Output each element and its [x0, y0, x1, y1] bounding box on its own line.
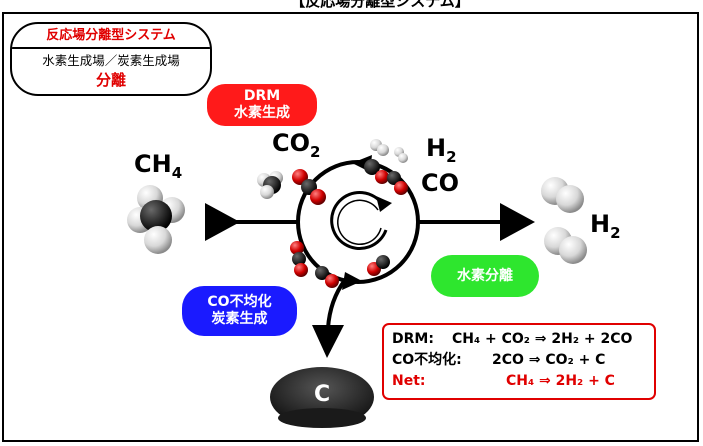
disproportionation-pill: CO不均化 炭素生成 — [182, 286, 297, 336]
co-label: CO — [421, 169, 460, 197]
system-title: 反応場分離型システム — [12, 24, 210, 49]
disproportionation-pill-line1: CO不均化 — [207, 294, 272, 310]
co-molecule-icon-2 — [387, 171, 408, 195]
small-h2-icon — [370, 139, 408, 163]
equation-drm-expr: CH₄ + CO₂ ⇒ 2H₂ + 2CO — [452, 331, 633, 347]
equation-drm: DRM: CH₄ + CO₂ ⇒ 2H₂ + 2CO — [392, 329, 654, 350]
system-subtitle: 水素生成場／炭素生成場 — [42, 53, 180, 68]
rotation-icon — [330, 191, 388, 250]
carbon-arrow-line — [326, 278, 347, 329]
carbon-label: C — [314, 382, 331, 407]
equation-disproportionation: CO不均化: 2CO ⇒ CO₂ + C — [392, 350, 654, 371]
ch4-label: CH4 — [134, 150, 183, 182]
drm-pill-line2: 水素生成 — [234, 105, 290, 121]
separation-pill: 水素分離 — [431, 255, 539, 297]
equation-drm-label: DRM: — [392, 331, 434, 347]
h2-output-label: H2 — [590, 210, 621, 242]
system-legend-box: 反応場分離型システム 水素生成場／炭素生成場 分離 — [10, 22, 212, 96]
h2-molecule-icon-2 — [544, 227, 587, 264]
equation-net-expr: CH₄ ⇒ 2H₂ + C — [506, 373, 615, 389]
disproportionation-pill-line2: 炭素生成 — [211, 311, 268, 327]
diagram-frame — [2, 12, 699, 442]
co2-molecule-icon-1 — [292, 169, 326, 205]
drm-pill-line1: DRM — [243, 88, 281, 104]
co2-molecule-icon-2 — [290, 241, 308, 277]
co-molecule-icon-3 — [315, 266, 339, 288]
ch4-molecule-icon — [127, 185, 185, 254]
equation-disproportionation-expr: 2CO ⇒ CO₂ + C — [492, 352, 606, 368]
separation-pill-label: 水素分離 — [457, 267, 513, 284]
equation-disproportionation-label: CO不均化: — [392, 352, 462, 368]
equation-net: Net: CH₄ ⇒ 2H₂ + C — [392, 371, 654, 392]
equations-box: DRM: CH₄ + CO₂ ⇒ 2H₂ + 2CO CO不均化: 2CO ⇒ … — [382, 323, 656, 400]
co2-label: CO2 — [272, 129, 321, 161]
loop-arrow-bottom — [342, 272, 362, 290]
h2-molecule-icon-1 — [541, 177, 584, 213]
h2-label: H2 — [426, 134, 457, 166]
carbon-arrow-head — [312, 325, 344, 358]
small-ch4-icon — [257, 171, 283, 199]
co-molecule-icon-4 — [367, 255, 390, 276]
equation-net-label: Net: — [392, 373, 426, 389]
co-molecule-icon-1 — [364, 159, 389, 184]
output-arrow-head — [500, 203, 535, 241]
page-title-partial: 【反応場分離型システム】 — [290, 0, 470, 10]
drm-pill: DRM 水素生成 — [207, 84, 317, 126]
system-emphasis: 分離 — [95, 71, 126, 89]
input-arrow-head — [205, 203, 240, 241]
